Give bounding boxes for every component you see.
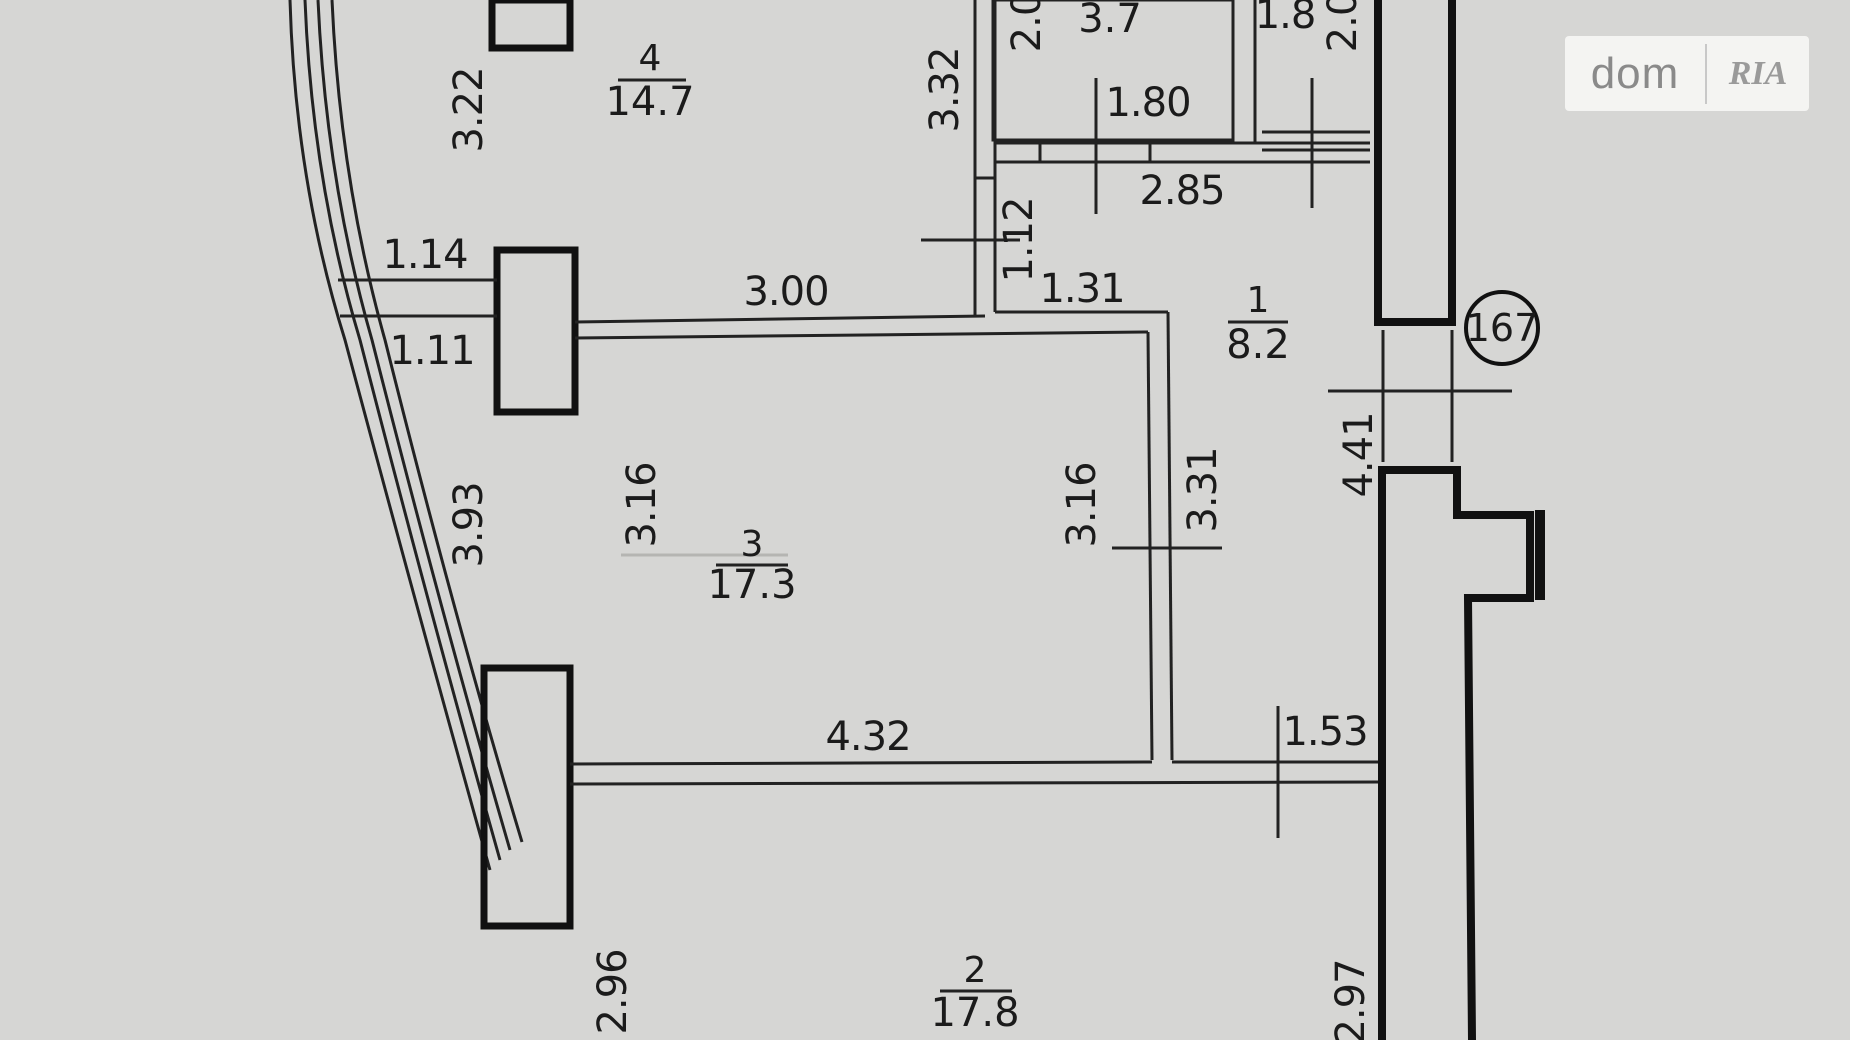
room-4-area: 14.7 <box>605 79 694 125</box>
dimension-ticks <box>621 78 1512 838</box>
room-1-area: 8.2 <box>1226 322 1290 368</box>
pillar-bottom <box>480 664 574 930</box>
top-fragment-area: 3.7 <box>1078 0 1142 42</box>
interior-walls <box>338 0 1381 786</box>
axis-marker-label: 167 <box>1466 306 1539 350</box>
dim-1-31: 1.31 <box>1039 266 1124 312</box>
dim-2-96: 2.96 <box>590 949 636 1034</box>
dim-1-14: 1.14 <box>382 232 467 278</box>
room-4-number: 4 <box>639 38 662 79</box>
room-3-label: 3 17.3 <box>707 524 796 608</box>
dim-1-80: 1.80 <box>1105 80 1190 126</box>
logo-dom-text: dom <box>1590 48 1680 98</box>
room-2-number: 2 <box>964 950 987 991</box>
dim-1-53: 1.53 <box>1282 709 1367 755</box>
room-1-number: 1 <box>1247 280 1270 321</box>
dim-2-0-left: 2.0 <box>1004 0 1050 52</box>
dim-2-97: 2.97 <box>1328 959 1374 1040</box>
room-2-label: 2 17.8 <box>930 950 1019 1036</box>
dim-3-16-right: 3.16 <box>1059 462 1105 547</box>
dom-ria-logo: dom RIA <box>1565 36 1809 111</box>
dim-2-85: 2.85 <box>1139 168 1224 214</box>
dim-3-31: 3.31 <box>1180 447 1226 532</box>
exterior-right-wall <box>1374 0 1545 1040</box>
dim-1-11: 1.11 <box>389 328 474 374</box>
axis-marker-circle <box>1464 290 1540 366</box>
room-4-label: 4 14.7 <box>605 38 694 125</box>
axis-marker: 167 <box>1464 290 1540 366</box>
pillar-top <box>488 0 574 52</box>
dim-3-22: 3.22 <box>446 67 492 152</box>
doorway-lines <box>1381 330 1454 462</box>
dim-2-0-right: 2.0 <box>1320 0 1366 52</box>
logo-separator <box>1705 43 1707 104</box>
dim-4-41: 4.41 <box>1336 412 1382 497</box>
dim-1-12: 1.12 <box>996 197 1042 282</box>
dim-4-32: 4.32 <box>825 714 910 760</box>
room-3-number: 3 <box>741 524 764 565</box>
room-1-label: 1 8.2 <box>1226 280 1290 368</box>
dim-3-93: 3.93 <box>446 482 492 567</box>
room-2-area: 17.8 <box>930 990 1019 1036</box>
dim-3-16-left: 3.16 <box>619 462 665 547</box>
pillar-middle <box>493 246 579 416</box>
dim-3-32: 3.32 <box>922 47 968 132</box>
dim-1-8-top: 1.8 <box>1255 0 1316 38</box>
dim-3-00: 3.00 <box>743 269 828 315</box>
room-3-area: 17.3 <box>707 562 796 608</box>
top-fragment-label: 3.7 <box>1078 0 1142 42</box>
logo-ria-text: RIA <box>1728 54 1788 92</box>
